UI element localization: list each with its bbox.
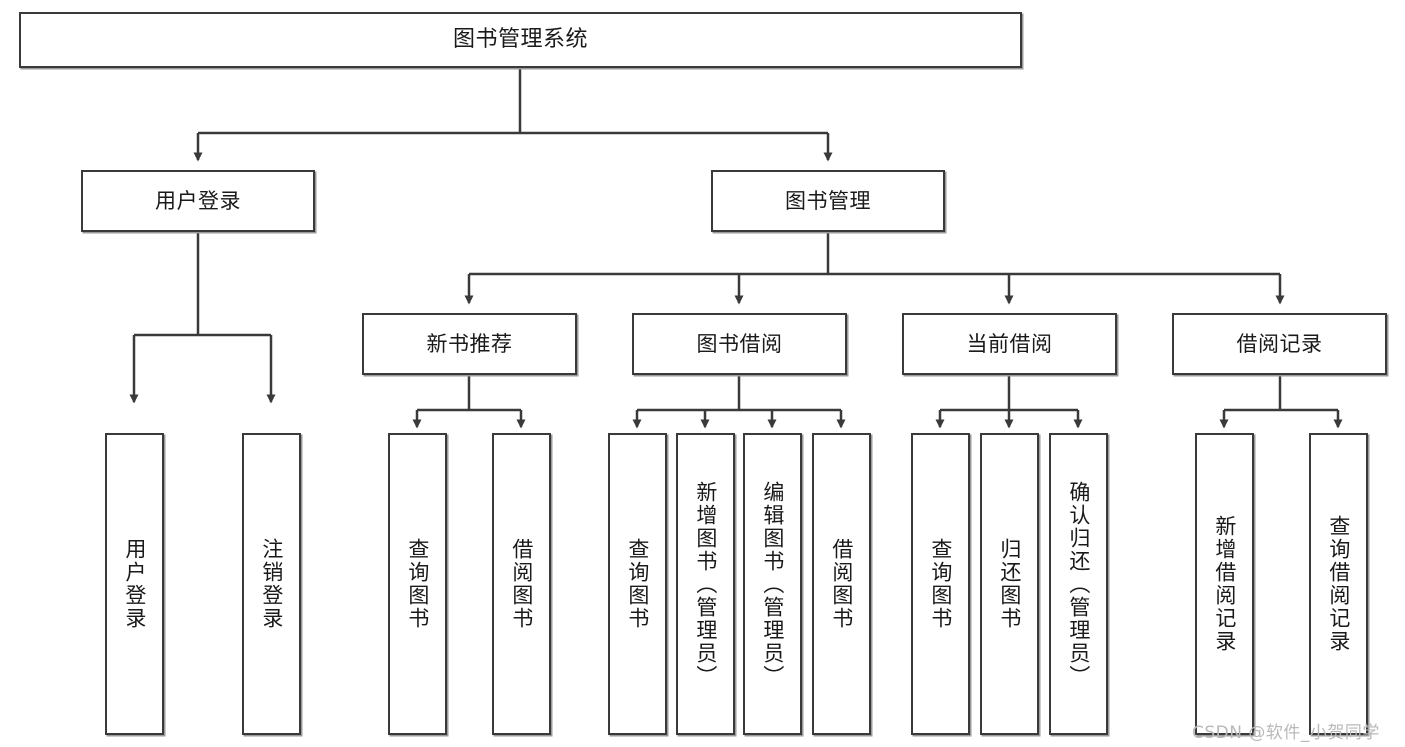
- node-label: 注销登录: [259, 538, 284, 630]
- node-label: 图书管理系统: [452, 27, 588, 53]
- node-label: 查询图书: [928, 538, 953, 630]
- node-label: 借阅记录: [1236, 331, 1323, 356]
- node-book-borrow[interactable]: 图书借阅: [632, 313, 847, 375]
- leaf-user-login-signout[interactable]: 注销登录: [242, 433, 301, 735]
- leaf-record-query-record[interactable]: 查询借阅记录: [1309, 433, 1368, 735]
- node-label: 编辑图书（管理员）: [760, 480, 785, 688]
- leaf-current-return-book[interactable]: 归还图书: [980, 433, 1039, 735]
- leaf-recommend-borrow-book[interactable]: 借阅图书: [492, 433, 551, 735]
- node-label: 查询图书: [405, 538, 430, 630]
- node-current-borrow[interactable]: 当前借阅: [902, 313, 1117, 375]
- leaf-borrow-add-book-admin[interactable]: 新增图书（管理员）: [676, 433, 735, 735]
- leaf-borrow-query-book[interactable]: 查询图书: [608, 433, 667, 735]
- node-label: 当前借阅: [966, 331, 1053, 356]
- leaf-current-query-book[interactable]: 查询图书: [911, 433, 970, 735]
- node-root-system[interactable]: 图书管理系统: [19, 12, 1022, 68]
- node-label: 用户登录: [122, 538, 147, 630]
- node-user-login[interactable]: 用户登录: [81, 170, 315, 232]
- node-label: 图书借阅: [696, 331, 783, 356]
- node-label: 借阅图书: [509, 538, 534, 630]
- leaf-borrow-borrow-book[interactable]: 借阅图书: [812, 433, 871, 735]
- node-label: 新书推荐: [426, 331, 513, 356]
- node-label: 借阅图书: [829, 538, 854, 630]
- node-label: 图书管理: [785, 188, 871, 213]
- node-label: 用户登录: [155, 188, 241, 213]
- node-label: 查询图书: [625, 538, 650, 630]
- leaf-current-confirm-return-admin[interactable]: 确认归还（管理员）: [1049, 433, 1108, 735]
- leaf-record-add-record[interactable]: 新增借阅记录: [1195, 433, 1254, 735]
- node-book-management[interactable]: 图书管理: [711, 170, 945, 232]
- csdn-watermark: CSDN @软件_小贺同学: [1192, 723, 1380, 743]
- node-label: 新增图书（管理员）: [693, 480, 718, 688]
- node-borrow-record[interactable]: 借阅记录: [1172, 313, 1387, 375]
- node-label: 查询借阅记录: [1326, 515, 1351, 653]
- leaf-borrow-edit-book-admin[interactable]: 编辑图书（管理员）: [743, 433, 802, 735]
- leaf-recommend-query-book[interactable]: 查询图书: [388, 433, 447, 735]
- leaf-user-login-signin[interactable]: 用户登录: [105, 433, 164, 735]
- node-new-book-recommend[interactable]: 新书推荐: [362, 313, 577, 375]
- node-label: 新增借阅记录: [1212, 515, 1237, 653]
- node-label: 归还图书: [997, 538, 1022, 630]
- node-label: 确认归还（管理员）: [1066, 480, 1091, 688]
